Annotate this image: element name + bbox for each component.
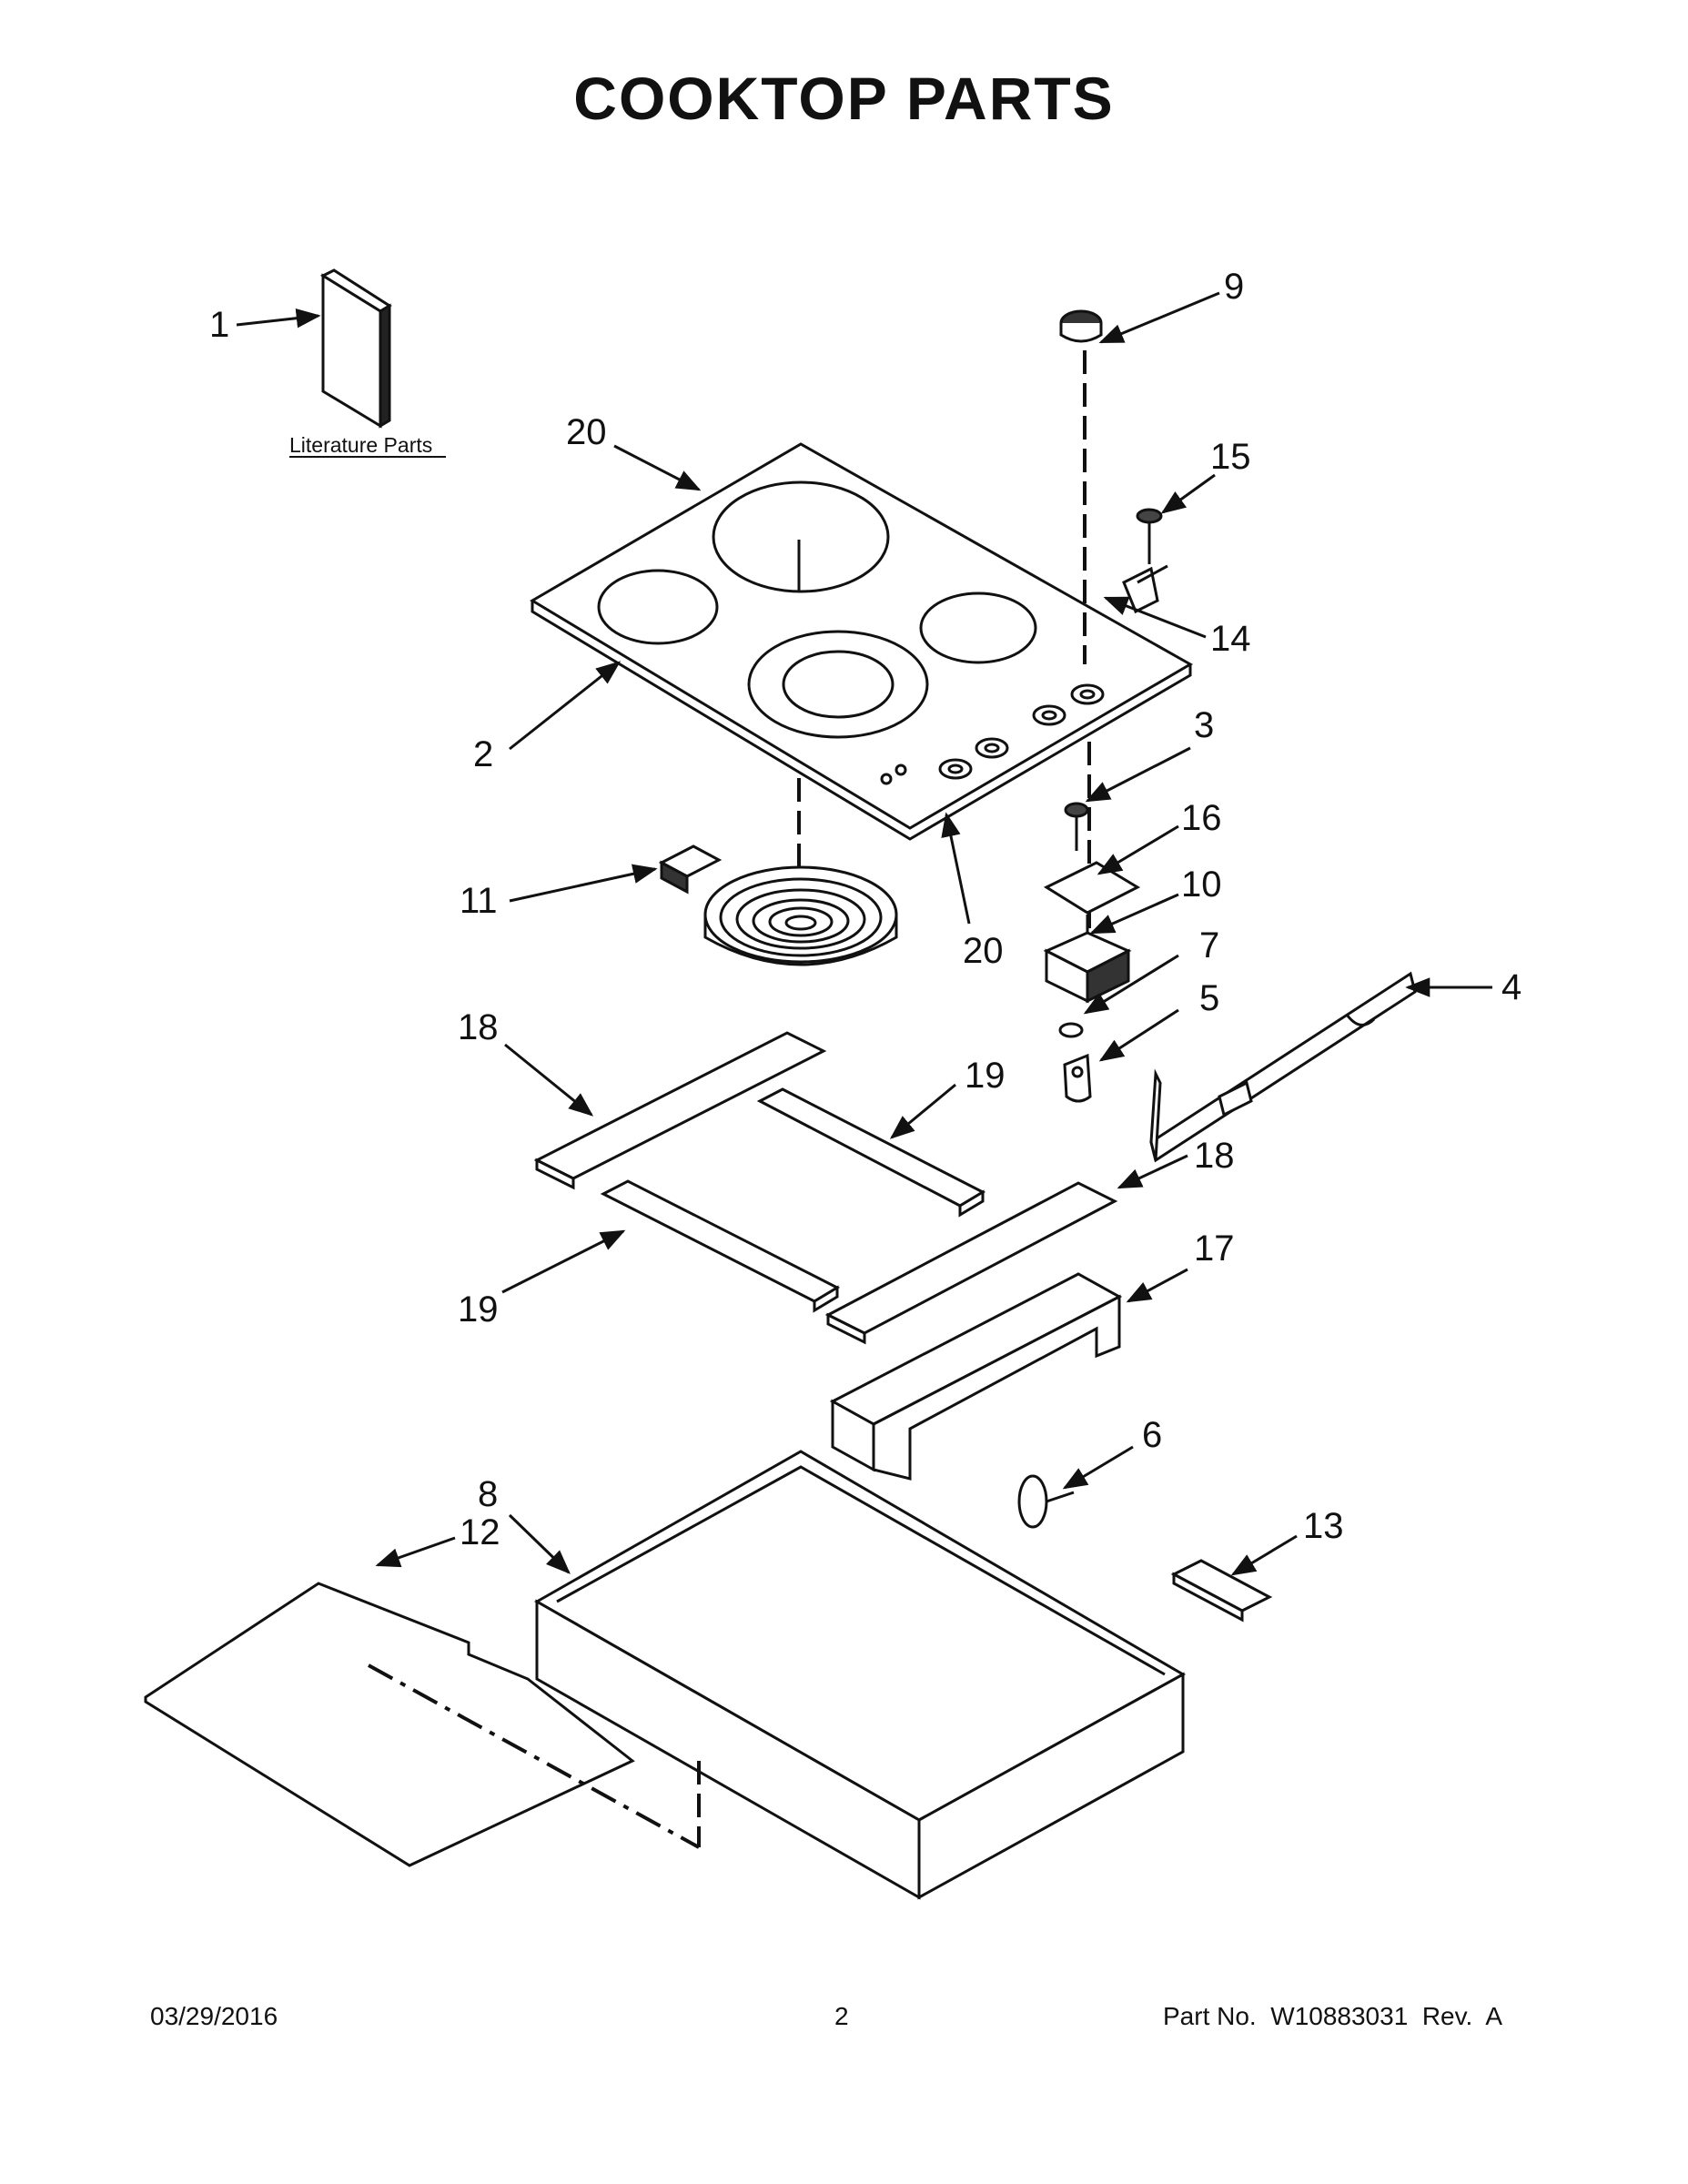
- footer-part-number: Part No. W10883031 Rev. A: [1163, 2002, 1503, 2030]
- glass-cooktop: [530, 442, 1194, 841]
- callout-2: 2: [473, 734, 493, 774]
- callout-3: 3: [1194, 705, 1214, 745]
- support-rail-19-upper: [756, 1087, 986, 1218]
- callout-16: 16: [1181, 798, 1222, 838]
- washer-7: [1058, 1022, 1084, 1038]
- callout-10: 10: [1181, 864, 1222, 905]
- callout-labels: 1 20 9 15 14 2 3 16 10 7 5 4 11 20 18 19…: [209, 267, 1521, 1552]
- footer-page-number: 2: [834, 2002, 849, 2030]
- callout-18-right: 18: [1194, 1136, 1235, 1176]
- callout-8: 8: [478, 1474, 498, 1514]
- insulator-pad: [1043, 861, 1141, 915]
- radiant-element: [658, 844, 898, 966]
- callout-20-bottom: 20: [963, 931, 1004, 971]
- support-rail-18-right: [824, 1181, 1118, 1345]
- callout-18-left: 18: [458, 1007, 499, 1047]
- callout-12: 12: [460, 1512, 500, 1552]
- page-title: COOKTOP PARTS: [573, 65, 1115, 132]
- callout-4: 4: [1501, 967, 1521, 1007]
- clip-14: [1122, 564, 1168, 614]
- limiter-6: [1017, 1474, 1075, 1529]
- right-burner-ring: [919, 592, 1037, 664]
- callout-13: 13: [1303, 1506, 1344, 1546]
- literature-booklet: [319, 268, 392, 429]
- large-burner-ring: [712, 480, 890, 593]
- heat-shield: [144, 1582, 635, 1867]
- footer-date: 03/29/2016: [150, 2002, 278, 2030]
- callout-19-upper: 19: [965, 1056, 1006, 1096]
- callout-17: 17: [1194, 1228, 1235, 1269]
- callout-1: 1: [209, 305, 229, 345]
- screw-15: [1136, 508, 1163, 564]
- rear-bracket: [1149, 971, 1417, 1163]
- callout-6: 6: [1142, 1415, 1162, 1455]
- shield-guide-line: [368, 1663, 700, 1849]
- left-burner-ring: [597, 569, 719, 645]
- leader-arrows: [236, 291, 1492, 1576]
- support-rail-19-lower: [600, 1179, 841, 1313]
- callout-9: 9: [1224, 267, 1244, 307]
- front-burner-inner: [782, 650, 895, 719]
- control-knob: [1059, 309, 1103, 343]
- terminal-block: [1170, 1559, 1273, 1623]
- callout-14: 14: [1210, 619, 1251, 659]
- center-bracket: [829, 1272, 1123, 1481]
- callout-20-top: 20: [566, 412, 607, 452]
- callout-15: 15: [1210, 437, 1251, 477]
- literature-parts-label: Literature Parts: [289, 433, 432, 457]
- mounting-bracket-5: [1063, 1053, 1092, 1103]
- burner-box: [533, 1450, 1187, 1900]
- callout-19-lower: 19: [458, 1289, 499, 1330]
- callout-5: 5: [1199, 978, 1219, 1018]
- callout-7: 7: [1199, 925, 1219, 966]
- callout-11: 11: [460, 881, 498, 921]
- support-rail-18-left: [533, 1031, 827, 1190]
- screw-3: [1064, 802, 1089, 851]
- infinite-switch: [1043, 915, 1132, 1004]
